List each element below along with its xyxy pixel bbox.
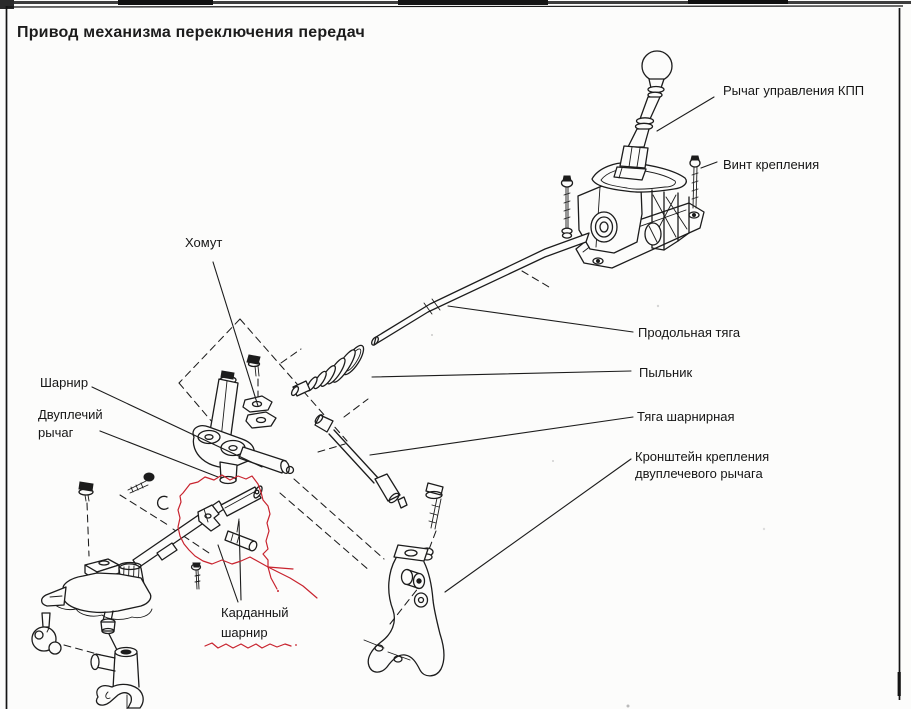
label-clamp: Хомут: [185, 235, 223, 250]
longitudinal-rod: [371, 232, 590, 346]
label-bracket-line2: двуплечевого рычага: [635, 466, 763, 481]
red-annotation-underline: [204, 642, 297, 649]
dust-boot: [290, 344, 365, 397]
red-annotation-circle: [177, 474, 271, 568]
lower-housing: [31, 558, 153, 709]
page-title: Привод механизма переключения передач: [17, 24, 365, 41]
lever-bracket: [363, 482, 445, 677]
label-two-arm-lever-line2: рычаг: [38, 425, 74, 440]
label-mount-screw: Винт крепления: [723, 157, 820, 172]
fixing-screw: [689, 155, 701, 209]
hinged-rod: [314, 414, 408, 509]
label-bracket-line1: Кронштейн крепления: [635, 449, 770, 464]
label-two-arm-lever-line1: Двуплечий: [38, 407, 103, 422]
red-annotation-arrow: [267, 566, 318, 599]
two-arm-lever: [78, 354, 295, 510]
label-boot: Пыльник: [639, 365, 693, 380]
label-hinge: Шарнир: [40, 375, 89, 390]
label-longitudinal-rod: Продольная тяга: [638, 325, 741, 340]
label-cardan-line2: шарнир: [221, 625, 268, 640]
label-cardan-line1: Карданный: [221, 605, 289, 620]
ball-joint-part: [31, 612, 62, 655]
leader-lines: [91, 96, 718, 603]
label-hinged-rod: Тяга шарнирная: [637, 409, 735, 424]
shift-lever: [613, 50, 673, 181]
label-shift-lever: Рычаг управления КПП: [723, 83, 865, 98]
red-annotations: [177, 474, 318, 649]
